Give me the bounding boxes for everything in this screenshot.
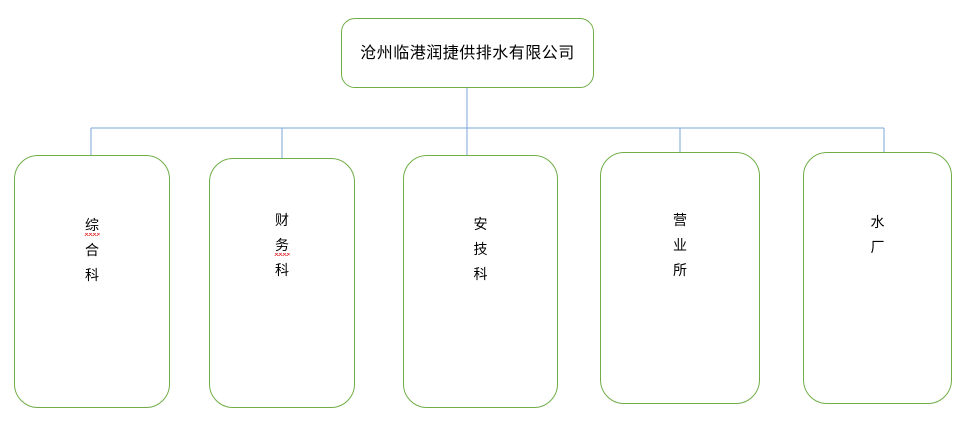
- org-node-anji-ke[interactable]: 安技科: [403, 155, 558, 408]
- org-node-root-label: 沧州临港润捷供排水有限公司: [360, 43, 575, 62]
- org-node-caiwu-ke[interactable]: 财务科: [209, 158, 355, 408]
- label-char: 厂: [870, 240, 885, 256]
- org-node-zonghe-ke[interactable]: 综合科: [14, 155, 170, 408]
- label-char: 业: [673, 238, 687, 254]
- label-char: 所: [673, 263, 687, 279]
- org-node-label-caiwu-ke: 财务科: [210, 209, 354, 284]
- label-char: 技: [473, 242, 488, 258]
- label-char: 综: [15, 214, 169, 239]
- label-char: 科: [275, 263, 289, 279]
- label-char: 水: [870, 215, 885, 231]
- label-char: 财: [275, 213, 289, 229]
- label-char: 科: [85, 268, 99, 284]
- label-char: 安: [473, 217, 488, 233]
- org-node-label-yingye-suo: 营业所: [601, 209, 759, 284]
- org-node-label-zonghe-ke: 综合科: [15, 214, 169, 289]
- label-char: 务: [210, 234, 354, 259]
- org-node-label-shui-chang: 水厂: [804, 211, 951, 261]
- org-node-shui-chang[interactable]: 水厂: [803, 152, 952, 404]
- org-node-root[interactable]: 沧州临港润捷供排水有限公司: [341, 18, 594, 88]
- org-node-label-anji-ke: 安技科: [404, 213, 557, 288]
- label-char: 营: [673, 213, 687, 229]
- label-char: 科: [473, 267, 488, 283]
- org-node-yingye-suo[interactable]: 营业所: [600, 152, 760, 404]
- label-char: 合: [85, 243, 99, 259]
